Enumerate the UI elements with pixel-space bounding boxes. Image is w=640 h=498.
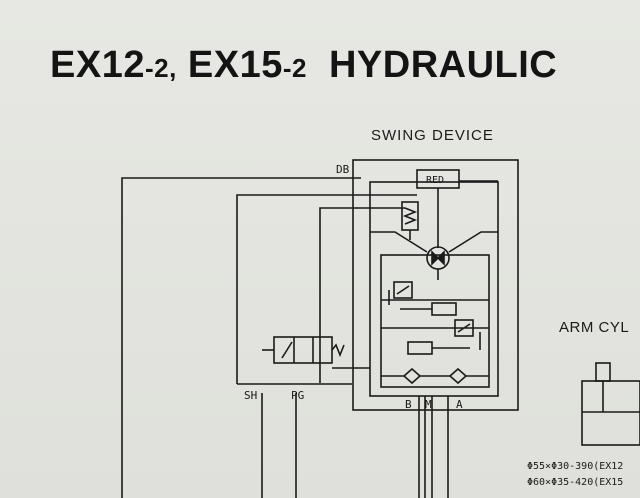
reduction-valve-label: RED [426, 175, 444, 186]
port-a-label: A [456, 398, 463, 411]
motor-arrow-left [431, 250, 440, 266]
arm-cylinder-heading: ARM CYL [559, 319, 630, 336]
check-valve-lower [407, 341, 433, 355]
check-valve-upper [431, 302, 457, 316]
relief-valve-upper [393, 281, 413, 299]
port-b-label: B [405, 398, 412, 411]
arm-cylinder-rod-top [595, 362, 611, 382]
swing-device-casing [352, 159, 519, 411]
shuttle-valve-left [402, 367, 422, 385]
motor-line-left [370, 231, 428, 253]
pilot-solenoid-valve [273, 336, 333, 364]
arm-cylinder-spec-ex12: Φ55×Φ30-390(EX12 [527, 461, 623, 472]
port-pg-label: PG [291, 389, 304, 402]
page-title: EX12-2, EX15-2 HYDRAULIC [50, 44, 557, 87]
signal-line [319, 207, 405, 383]
spring-symbol [402, 207, 418, 225]
title-model-a-suffix: -2, [144, 53, 177, 83]
relief-valve-upper-arrow [396, 285, 410, 295]
motor-line-right [448, 231, 498, 253]
port-db-label: DB [336, 163, 350, 176]
title-model-b-suffix: -2 [282, 53, 307, 83]
solenoid-arrow [281, 341, 293, 359]
swing-device-heading: SWING DEVICE [371, 127, 494, 144]
title-model-b: EX15 [187, 44, 283, 86]
title-model-a: EX12 [50, 44, 145, 86]
drain-line [121, 177, 361, 498]
swing-device-inner-block [369, 181, 499, 397]
motor-arrow-right [436, 250, 445, 266]
shuttle-valve-right [448, 367, 468, 385]
arm-cylinder-body [581, 380, 640, 446]
port-m-label: M [425, 398, 432, 411]
solenoid-spring [331, 343, 345, 358]
title-system: HYDRAULIC [328, 44, 558, 86]
port-sh-label: SH [244, 389, 257, 402]
pilot-line [236, 194, 417, 384]
arm-cylinder-spec-ex15: Φ60×Φ35-420(EX15 [527, 477, 623, 488]
